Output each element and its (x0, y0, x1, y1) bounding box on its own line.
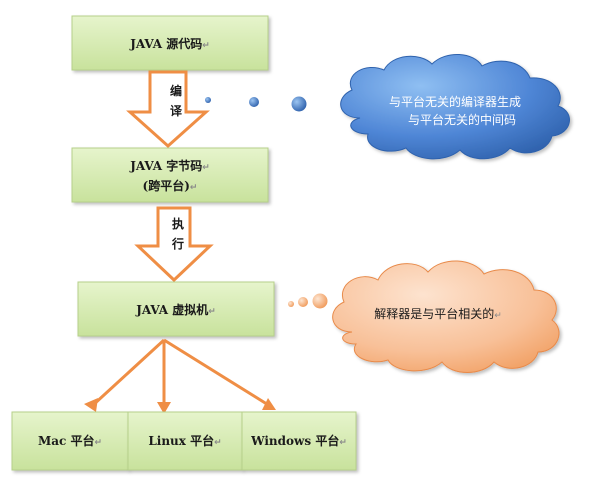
arrowhead-mac (84, 398, 98, 412)
compile-char-2: 译 (170, 104, 183, 118)
arrow-to-mac (90, 338, 166, 408)
arrowhead-linux (157, 402, 171, 414)
interpret-note-cloud: 解释器是与平台相关的↵ (332, 260, 560, 373)
orange-dot-small (288, 301, 294, 307)
execute-char-1: 执 (172, 216, 184, 231)
interpret-thought-dots (288, 293, 328, 309)
arrowhead-windows (262, 398, 276, 410)
orange-dot-medium (298, 297, 308, 307)
interpret-note-line-1: 解释器是与平台相关的↵ (374, 306, 502, 321)
compile-note-line-1: 与平台无关的编译器生成 (389, 94, 521, 109)
execute-char-2: 行 (171, 236, 184, 251)
platform-branch-arrows (84, 338, 276, 414)
mac-platform-label: Mac 平台↵ (38, 433, 102, 448)
compile-char-1: 编 (169, 83, 182, 98)
platform-row: Mac 平台↵ Linux 平台↵ Windows 平台↵ (11, 411, 357, 471)
thought-dot-small (205, 97, 211, 103)
bytecode-box: JAVA 字节码↵ (跨平台)↵ (71, 147, 269, 203)
source-code-box: JAVA 源代码↵ (71, 15, 269, 71)
jvm-label: JAVA 虚拟机↵ (135, 302, 216, 317)
bytecode-label: JAVA 字节码↵ (129, 158, 210, 173)
bytecode-sublabel: (跨平台)↵ (143, 178, 198, 193)
linux-platform-box (127, 411, 243, 471)
thought-dot-large (291, 96, 307, 112)
execute-arrow: 执 行 (134, 206, 214, 283)
compile-note-cloud: 与平台无关的编译器生成 与平台无关的中间码 (340, 54, 570, 160)
compile-arrow: 编 译 (126, 70, 210, 149)
jvm-box: JAVA 虚拟机↵ (77, 281, 275, 337)
windows-platform-box (241, 411, 357, 471)
windows-platform-label: Windows 平台↵ (250, 433, 347, 448)
linux-platform-label: Linux 平台↵ (148, 433, 221, 448)
mac-platform-box (11, 411, 129, 471)
compile-note-line-2: 与平台无关的中间码 (408, 112, 516, 127)
orange-dot-large (312, 293, 328, 309)
compile-thought-dots (205, 96, 307, 112)
source-code-label: JAVA 源代码↵ (129, 36, 210, 51)
thought-dot-medium (249, 97, 259, 107)
arrow-to-windows (163, 338, 271, 408)
